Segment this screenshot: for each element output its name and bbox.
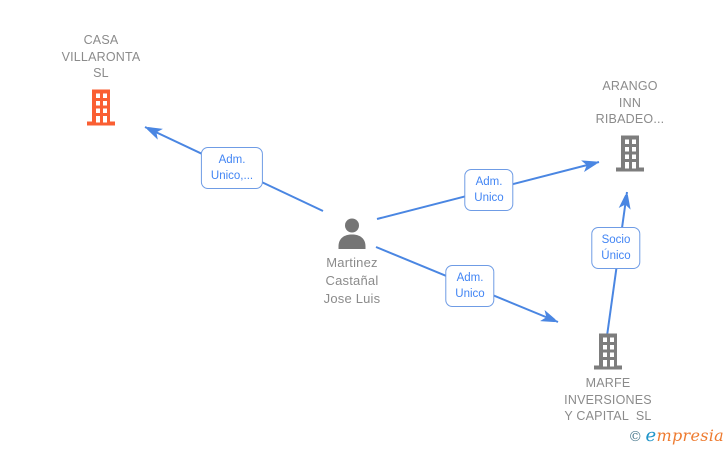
edge-label-socio-unico: Socio Único bbox=[591, 227, 641, 269]
node-label: CASA VILLARONTA SL bbox=[61, 33, 141, 80]
edge-label-adm-unico-etc: Adm. Unico,... bbox=[200, 147, 264, 189]
building-icon bbox=[616, 135, 644, 171]
brand-text: mpresia bbox=[656, 426, 724, 445]
node-martinez-castanal[interactable]: Martinez Castañal Jose Luis bbox=[287, 218, 417, 308]
node-label: MARFE INVERSIONES Y CAPITAL SL bbox=[564, 376, 652, 423]
empresia-logo: ©empresia bbox=[628, 425, 724, 446]
node-casa-villaronta[interactable]: CASA VILLARONTA SL bbox=[36, 32, 166, 126]
node-label: Martinez Castañal Jose Luis bbox=[323, 255, 381, 306]
brand-letter: e bbox=[645, 425, 657, 446]
edge-label-adm-unico: Adm. Unico bbox=[445, 265, 495, 307]
node-label: ARANGO INN RIBADEO... bbox=[595, 79, 665, 126]
copyright-icon: © bbox=[628, 429, 643, 445]
edge-label-adm-unico: Adm. Unico bbox=[464, 169, 514, 211]
building-icon bbox=[87, 89, 115, 125]
node-marfe-inversiones[interactable]: MARFE INVERSIONES Y CAPITAL SL bbox=[543, 333, 673, 425]
building-icon bbox=[594, 333, 622, 370]
node-arango-inn[interactable]: ARANGO INN RIBADEO... bbox=[565, 78, 695, 172]
person-icon bbox=[338, 218, 366, 249]
